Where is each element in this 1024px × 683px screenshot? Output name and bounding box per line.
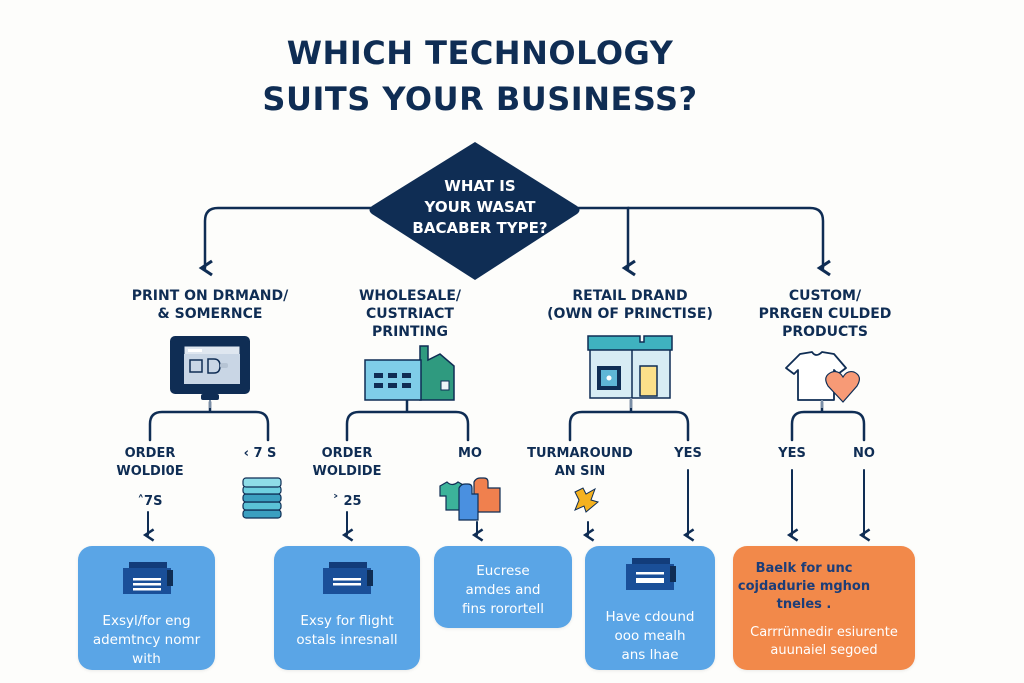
wholesale-split: [345, 398, 470, 442]
card-text-line: Exsy for flight: [300, 613, 394, 629]
card-text-line: Exsyl/for eng: [102, 613, 191, 629]
title-line-1: WHICH TECHNOLOGY: [286, 34, 674, 72]
branch-label: ORDER: [124, 446, 176, 461]
branch-retail-right: YES: [660, 445, 716, 463]
card-text-line: ooo mealh: [614, 628, 686, 644]
card-text-line: Eucrese: [476, 563, 530, 579]
category-label-line: RETAIL DRAND: [572, 288, 688, 304]
branch-label: YES: [778, 446, 806, 461]
printer-icon: [323, 562, 373, 594]
factory-icon: [364, 345, 455, 401]
printer-icon: [122, 562, 173, 594]
decision-question: WHAT IS YOUR WASAT BACABER TYPE?: [380, 176, 580, 239]
result-card-1: Exsyl/for eng ademtncy nomr with: [78, 546, 215, 670]
monitor-icon: [170, 336, 250, 408]
category-label-line: PRINT ON DRMAND/: [131, 288, 289, 304]
branch-label: ORDER: [321, 446, 373, 461]
card-text-line: mghon tneles .: [776, 579, 871, 612]
connector-to-custom: [626, 206, 831, 277]
branch-wholesale-left: ORDER WOLDIDE ˃ 25: [302, 445, 392, 511]
card-text-line: ostals inresnall: [296, 632, 398, 648]
category-label-line: & SOMERNCE: [157, 306, 263, 322]
branch-label: WOLDIDE: [312, 464, 382, 479]
category-label-line: (OWN OF PRINCTISE): [547, 306, 713, 322]
card-text-line: auunaiel segoed: [770, 643, 878, 658]
decision-diamond: [369, 142, 580, 280]
branch-threshold: ˃ 25: [332, 494, 362, 509]
tshirt-heart-icon: [785, 351, 860, 408]
decision-line-2: YOUR WASAT: [424, 198, 536, 216]
category-label-line: PRODUCTS: [782, 324, 868, 340]
category-custom-products: CUSTOM/ PRRGEN CULDED PRODUCTS: [740, 287, 910, 341]
result-card-3: Eucrese amdes and fins rorortell: [434, 546, 572, 628]
retail-split: [568, 398, 690, 442]
branch-label: TURMAROUND: [527, 446, 633, 461]
category-label-line: CUSTRIACT: [366, 306, 454, 322]
garments-icon: [439, 477, 501, 521]
branch-label: WOLDI0E: [116, 464, 184, 479]
result-card-4: Have cdound ooo mealh ans lhae: [585, 546, 715, 670]
connector-to-pod: [198, 206, 397, 277]
category-print-on-demand: PRINT ON DRMAND/ & SOMERNCE: [110, 287, 310, 323]
card-text-line: amdes and: [465, 582, 541, 598]
page-title: WHICH TECHNOLOGY SUITS YOUR BUSINESS?: [0, 30, 960, 122]
branch-label: ‹ 7 S: [243, 446, 277, 461]
branch-pod-right: ‹ 7 S: [230, 445, 290, 463]
category-label-line: PRRGEN CULDED: [758, 306, 892, 322]
category-retail-brand: RETAIL DRAND (OWN OF PRINCTISE): [530, 287, 730, 323]
branch-custom-left: YES: [768, 445, 816, 463]
result-card-2: Exsy for flight ostals inresnall: [274, 546, 420, 670]
branch-label: AN SIN: [554, 464, 606, 479]
card-text-line: Have cdound: [605, 609, 695, 625]
branch-label: NO: [853, 446, 875, 461]
storefront-icon: [587, 335, 673, 408]
card-text-line: Baelk for: [755, 561, 822, 576]
printer-icon: [626, 558, 676, 590]
branch-retail-left: TURMAROUND AN SIN: [525, 445, 635, 481]
result-card-5: Baelk for unc cojdadurie mghon tneles . …: [733, 546, 915, 670]
card-text-line: unc cojdadurie: [737, 561, 853, 594]
decision-line-1: WHAT IS: [444, 177, 516, 195]
card-text-line: Carrrünnedir esiurente: [750, 625, 898, 640]
branch-wholesale-right: MO: [440, 445, 500, 463]
title-line-2: SUITS YOUR BUSINESS?: [262, 80, 698, 118]
branch-label: MO: [458, 446, 482, 461]
custom-split: [790, 400, 866, 442]
card-text-line: with: [132, 651, 161, 667]
branch-threshold: ˄7S: [137, 494, 163, 509]
decision-line-3: BACABER TYPE?: [412, 219, 548, 237]
branch-pod-left: ORDER WOLDI0E ˄7S: [105, 445, 195, 511]
fabric-stack-icon: [242, 477, 282, 519]
category-wholesale: WHOLESALE/ CUSTRIACT PRINTING: [320, 287, 500, 341]
lightning-icon: [574, 487, 600, 513]
branch-custom-right: NO: [842, 445, 886, 463]
branch-label: YES: [674, 446, 702, 461]
category-label-line: PRINTING: [372, 324, 448, 340]
card-text-line: ademtncy nomr: [92, 632, 201, 648]
category-label-line: CUSTOM/: [788, 288, 862, 304]
category-label-line: WHOLESALE/: [358, 288, 462, 304]
card-text-line: fins rorortell: [461, 601, 545, 617]
card-text-line: ans lhae: [621, 647, 679, 663]
